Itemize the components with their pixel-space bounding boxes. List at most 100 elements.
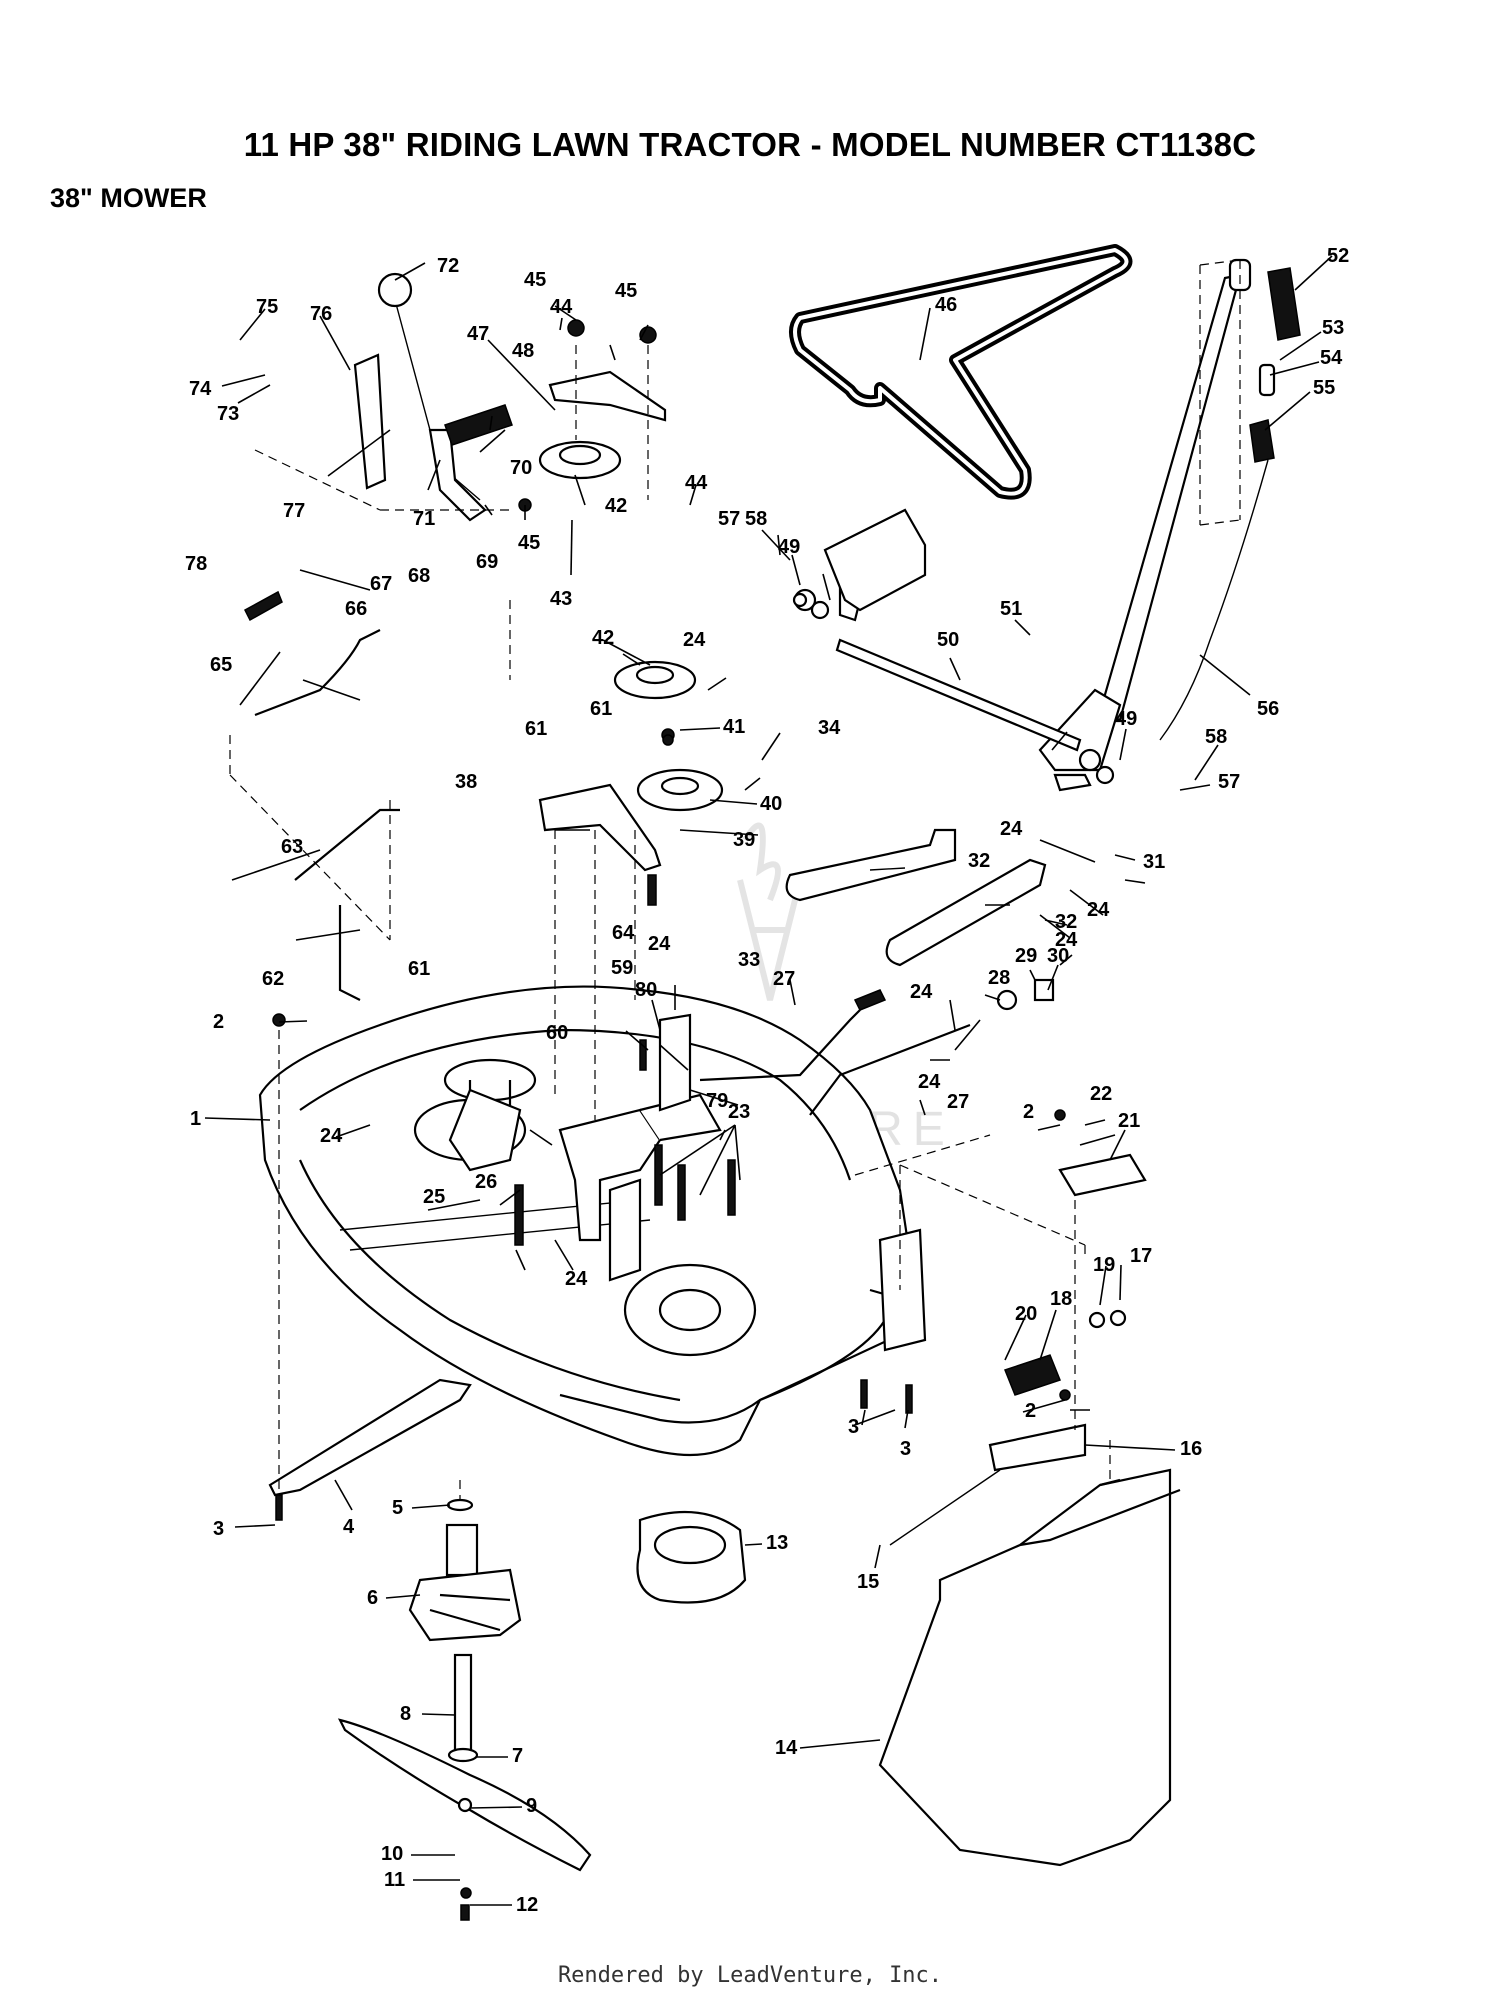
callout-19: 19 — [1093, 1254, 1115, 1276]
callout-24: 24 — [648, 933, 671, 955]
callout-41: 41 — [723, 716, 745, 738]
callout-79: 79 — [706, 1090, 728, 1112]
callout-45: 45 — [615, 280, 637, 302]
fasteners — [272, 319, 1127, 1921]
callout-32: 32 — [968, 850, 990, 872]
callout-6: 6 — [367, 1587, 378, 1609]
callout-30: 30 — [1047, 945, 1069, 967]
baffle — [268, 1378, 472, 1497]
callout-49: 49 — [1115, 708, 1137, 730]
callout-47: 47 — [467, 323, 489, 345]
footer-credit: Rendered by LeadVenture, Inc. — [557, 1963, 943, 1988]
callout-24: 24 — [320, 1125, 343, 1147]
callout-51: 51 — [1000, 598, 1022, 620]
callout-11: 11 — [384, 1869, 405, 1891]
callout-29: 29 — [1015, 945, 1037, 967]
callout-34: 34 — [818, 717, 841, 739]
callout-2: 2 — [1023, 1101, 1034, 1123]
discharge-chute — [878, 1468, 1181, 1867]
callout-77: 77 — [283, 500, 305, 522]
callout-56: 56 — [1257, 698, 1279, 720]
blade-adapter — [636, 1510, 747, 1604]
callout-69: 69 — [476, 551, 498, 573]
callout-5: 5 — [392, 1497, 403, 1519]
callout-38: 38 — [455, 771, 477, 793]
callout-3: 3 — [213, 1518, 224, 1540]
callout-24: 24 — [1055, 929, 1078, 951]
callout-45: 45 — [518, 532, 540, 554]
lift-shaft — [793, 508, 1115, 785]
callout-21: 21 — [1118, 1110, 1140, 1132]
callout-3: 3 — [848, 1416, 859, 1438]
callout-27: 27 — [947, 1091, 969, 1113]
lift-lever — [1038, 258, 1252, 792]
callout-22: 22 — [1090, 1083, 1112, 1105]
callout-42: 42 — [605, 495, 627, 517]
callout-45: 45 — [524, 269, 546, 291]
callout-55: 55 — [1313, 377, 1335, 399]
callout-59: 59 — [611, 957, 633, 979]
callout-70: 70 — [510, 457, 532, 479]
callout-26: 26 — [475, 1171, 497, 1193]
control-rods — [244, 590, 400, 1001]
callout-58: 58 — [745, 508, 767, 530]
callout-40: 40 — [760, 793, 782, 815]
callout-63: 63 — [281, 836, 303, 858]
callout-75: 75 — [256, 296, 278, 318]
drive-belt — [789, 244, 1133, 500]
spindle-assembly — [408, 1498, 522, 1763]
callout-62: 62 — [262, 968, 284, 990]
callout-14: 14 — [775, 1737, 798, 1759]
leader-lines — [204, 255, 1333, 1906]
callout-43: 43 — [550, 588, 572, 610]
callout-24: 24 — [565, 1268, 588, 1290]
lift-links — [785, 828, 1047, 967]
pulleys — [538, 440, 724, 812]
callout-73: 73 — [217, 403, 239, 425]
callout-33: 33 — [738, 949, 760, 971]
mower-blade — [337, 1718, 592, 1872]
idler-brackets — [538, 370, 667, 872]
callout-71: 71 — [413, 508, 435, 530]
callout-16: 16 — [1180, 1438, 1202, 1460]
callout-61: 61 — [525, 718, 547, 740]
callout-8: 8 — [400, 1703, 411, 1725]
rear-brackets — [889, 1153, 1147, 1546]
callout-48: 48 — [512, 340, 534, 362]
section-title: 38" MOWER — [50, 183, 207, 213]
callout-1: 1 — [190, 1108, 201, 1130]
callout-20: 20 — [1015, 1303, 1037, 1325]
callout-72: 72 — [437, 255, 459, 277]
callout-57: 57 — [718, 508, 740, 530]
callout-67: 67 — [370, 573, 392, 595]
callout-12: 12 — [516, 1894, 538, 1916]
lift-handle-grip — [1159, 267, 1301, 741]
callout-13: 13 — [766, 1532, 788, 1554]
callout-58: 58 — [1205, 726, 1227, 748]
callout-labels: 1 2 2 2 3 3 3 4 5 6 7 8 9 10 11 12 13 14… — [185, 245, 1349, 1916]
callout-39: 39 — [733, 829, 755, 851]
callout-46: 46 — [935, 294, 957, 316]
callout-64: 64 — [612, 922, 635, 944]
diagram-title: 11 HP 38" RIDING LAWN TRACTOR - MODEL NU… — [243, 126, 1257, 163]
alignment-lines — [229, 259, 1241, 1500]
callout-7: 7 — [512, 1745, 523, 1767]
callout-23: 23 — [728, 1101, 750, 1123]
callout-60: 60 — [546, 1022, 568, 1044]
callout-68: 68 — [408, 565, 430, 587]
callout-25: 25 — [423, 1186, 445, 1208]
callout-9: 9 — [526, 1795, 537, 1817]
callout-44: 44 — [685, 472, 708, 494]
callout-80: 80 — [635, 979, 657, 1001]
callout-53: 53 — [1322, 317, 1344, 339]
callout-31: 31 — [1143, 851, 1165, 873]
callout-57: 57 — [1218, 771, 1240, 793]
callout-74: 74 — [189, 378, 212, 400]
callout-24: 24 — [910, 981, 933, 1003]
callout-15: 15 — [857, 1571, 879, 1593]
callout-52: 52 — [1327, 245, 1349, 267]
callout-42: 42 — [592, 627, 614, 649]
callout-32: 32 — [1055, 911, 1077, 933]
callout-78: 78 — [185, 553, 207, 575]
